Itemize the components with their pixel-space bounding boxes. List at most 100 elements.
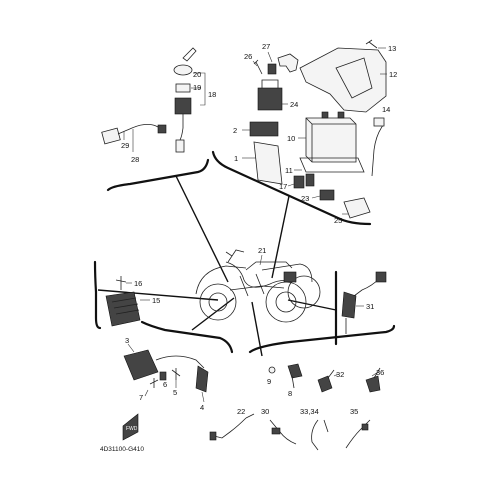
label-16: 16 — [134, 279, 142, 288]
main-switch-group: 20 19 18 29 28 — [101, 47, 216, 164]
label-24: 24 — [290, 100, 298, 109]
main-switch-coupler — [175, 139, 185, 153]
lower-left-brace — [140, 320, 234, 354]
starter-relay — [257, 87, 283, 111]
label-23: 23 — [301, 194, 309, 203]
label-33-34: 33,34 — [300, 407, 319, 416]
atv-illustration: 21 — [195, 246, 321, 323]
connector-line-d — [191, 297, 235, 331]
label-19: 19 — [193, 83, 201, 92]
label-11: 11 — [285, 166, 293, 175]
battery-group: 13 12 27 26 24 2 1 10 11 — [233, 39, 397, 225]
connector-line-b — [271, 195, 290, 279]
rectifier-regulator — [105, 291, 141, 327]
label-6: 6 — [163, 380, 167, 389]
leads-group: 22 30 33,34 35 — [209, 407, 371, 451]
label-21: 21 — [258, 246, 266, 255]
atv-rear-fender — [261, 263, 313, 283]
battery-terminal-neg — [337, 111, 345, 119]
fuse-holder-box — [101, 127, 121, 145]
label-31: 31 — [366, 302, 374, 311]
sensor-31-group: 31 — [341, 271, 387, 334]
switch-36 — [365, 375, 381, 393]
label-3: 3 — [125, 336, 129, 345]
battery-cover-rib — [335, 57, 373, 99]
label-26: 26 — [244, 52, 252, 61]
coil-bolt-7 — [149, 378, 159, 388]
sensors-group: 9 8 32 36 — [267, 363, 384, 398]
fwd-mark: FWD — [122, 413, 139, 441]
cover-25 — [343, 197, 371, 219]
battery-cover — [299, 47, 387, 113]
connector-line-a — [175, 175, 229, 283]
rubber-23 — [319, 189, 335, 201]
label-12: 12 — [389, 70, 397, 79]
battery-terminal-pos — [321, 111, 329, 119]
coil-bolt-5 — [171, 368, 181, 380]
label-13: 13 — [388, 44, 396, 53]
ignition-coil-lead — [155, 355, 205, 369]
atv-seat — [245, 261, 293, 271]
main-switch-cap — [173, 64, 193, 76]
label-5: 5 — [173, 388, 177, 397]
fuse-holder-wire — [117, 124, 165, 135]
ignition-coil — [123, 349, 159, 381]
group-connectors — [93, 150, 396, 357]
battery-cable — [371, 117, 385, 177]
rectifier-bolt-16 — [115, 276, 127, 290]
clip-26 — [267, 63, 277, 75]
lead-35 — [345, 419, 371, 449]
label-29: 29 — [121, 141, 129, 150]
label-9: 9 — [267, 377, 271, 386]
lead-33-34 — [311, 419, 319, 451]
label-2: 2 — [233, 126, 237, 135]
label-15: 15 — [152, 296, 160, 305]
main-switch-nut — [175, 83, 191, 93]
sensor-31-body — [341, 291, 357, 319]
atv-battery-block — [283, 271, 297, 283]
label-36: 36 — [376, 368, 384, 377]
lead-22 — [213, 417, 247, 439]
upper-right-brace — [211, 150, 372, 226]
upper-left-brace — [106, 158, 210, 192]
coil-washer-6 — [159, 371, 167, 381]
label-17: 17 — [279, 182, 287, 191]
main-switch-key — [182, 47, 197, 62]
label-32: 32 — [336, 370, 344, 379]
label-10: 10 — [287, 134, 295, 143]
main-switch-lead — [179, 114, 184, 141]
label-25: 25 — [334, 216, 342, 225]
label-14: 14 — [382, 105, 390, 114]
connector-line-e — [251, 301, 263, 357]
bolt-26 — [253, 59, 263, 75]
battery-strap-27 — [277, 53, 299, 73]
sensor-31-plug — [375, 271, 387, 283]
atv-front-wheel — [199, 283, 237, 321]
label-27: 27 — [262, 42, 270, 51]
label-8: 8 — [288, 389, 292, 398]
fuse-holder-plug — [157, 124, 167, 134]
atv-front-fender — [195, 265, 247, 295]
atv-wire-harness — [225, 261, 297, 288]
bolt-13 — [365, 39, 378, 49]
fuse-box — [249, 121, 279, 137]
label-22: 22 — [237, 407, 245, 416]
lower-right-brace — [248, 324, 396, 354]
battery-cable-lug — [373, 117, 385, 127]
label-1: 1 — [234, 154, 238, 163]
label-35: 35 — [350, 407, 358, 416]
atv-rear-wheel-far — [287, 275, 321, 309]
ignition-coil-group: 3 7 6 5 4 — [123, 336, 209, 412]
atv-frame — [229, 273, 285, 297]
sensor-32 — [317, 375, 333, 393]
label-20: 20 — [193, 70, 201, 79]
label-18: 18 — [208, 90, 216, 99]
label-30: 30 — [261, 407, 269, 416]
label-7: 7 — [139, 393, 143, 402]
label-28: 28 — [131, 155, 139, 164]
drawing-code: 4D31100-G410 — [100, 446, 144, 453]
atv-handlebar — [225, 249, 245, 263]
battery — [305, 117, 357, 163]
battery-tray — [299, 157, 365, 173]
